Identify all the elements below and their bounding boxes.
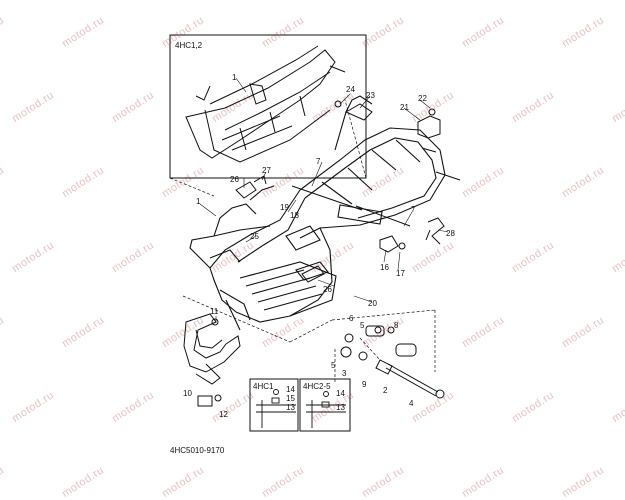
watermark-text: motod.ru <box>360 464 407 500</box>
callout-5b: 5 <box>360 321 365 330</box>
callout-5a: 5 <box>331 361 336 370</box>
callout-21: 21 <box>400 103 409 112</box>
callout-11: 11 <box>210 307 219 316</box>
watermark-text: motod.ru <box>260 464 307 500</box>
main-frame-drawing <box>189 95 461 331</box>
callout-18: 18 <box>290 211 299 220</box>
watermark-text: motod.ru <box>0 464 7 500</box>
callout-3: 3 <box>342 369 347 378</box>
inset-box-4hc1 <box>249 378 299 432</box>
watermark-text: motod.ru <box>460 464 507 500</box>
callout-6: 6 <box>349 314 354 323</box>
inset-frame-drawing <box>185 45 346 163</box>
watermark-text: motod.ru <box>160 464 207 500</box>
part-holder-16 <box>379 235 399 253</box>
part-clamp-26b <box>301 265 325 283</box>
part-clip-28 <box>425 217 445 245</box>
callout-20: 20 <box>368 299 377 308</box>
callout-28: 28 <box>446 229 455 238</box>
inset-box-4hc2-5 <box>299 378 351 432</box>
inset-top-callout-1: 1 <box>232 73 237 82</box>
callout-2: 2 <box>383 386 388 395</box>
inset-4hc1-callout-13: 13 <box>286 403 295 412</box>
callout-7a: 7 <box>316 157 321 166</box>
callout-23: 23 <box>366 91 375 100</box>
callout-12: 12 <box>219 410 228 419</box>
part-bracket-21 <box>417 115 441 139</box>
inset-4hc2-5-callout-13: 13 <box>336 403 345 412</box>
inset-title-4hc2-5: 4HC2-5 <box>303 382 331 391</box>
watermark-text: motod.ru <box>560 464 607 500</box>
callout-16: 16 <box>380 263 389 272</box>
callout-4: 4 <box>409 399 414 408</box>
callout-7b: 7 <box>411 205 416 214</box>
callout-8: 8 <box>394 321 399 330</box>
part-clip-27 <box>253 175 267 185</box>
part-bolt-22 <box>428 108 436 116</box>
part-clamp-26a <box>235 181 257 199</box>
inset-box-top <box>169 34 367 179</box>
callout-24: 24 <box>346 85 355 94</box>
callout-26b: 26 <box>323 285 332 294</box>
callout-27: 27 <box>262 166 271 175</box>
stand-parts <box>183 313 241 407</box>
frame-exploded-diagram <box>169 34 461 432</box>
inset-4hc1-callout-14: 14 <box>286 385 295 394</box>
callout-25: 25 <box>250 232 259 241</box>
callout-19: 19 <box>280 203 289 212</box>
callout-17: 17 <box>396 269 405 278</box>
watermark-text: motod.ru <box>60 464 107 500</box>
inset-title-top: 4HC1,2 <box>175 41 203 50</box>
inset-4hc2-5-callout-14: 14 <box>336 389 345 398</box>
callout-9: 9 <box>362 380 367 389</box>
callout-1: 1 <box>196 197 201 206</box>
part-nut-17 <box>398 242 406 250</box>
diagram-code: 4HC5010-9170 <box>170 446 225 455</box>
engine-mount-parts <box>340 325 445 399</box>
callout-10: 10 <box>183 389 192 398</box>
inset-4hc1-callout-15: 15 <box>286 394 295 403</box>
callout-22: 22 <box>418 94 427 103</box>
inset-title-4hc1: 4HC1 <box>253 382 274 391</box>
callout-26a: 26 <box>230 175 239 184</box>
